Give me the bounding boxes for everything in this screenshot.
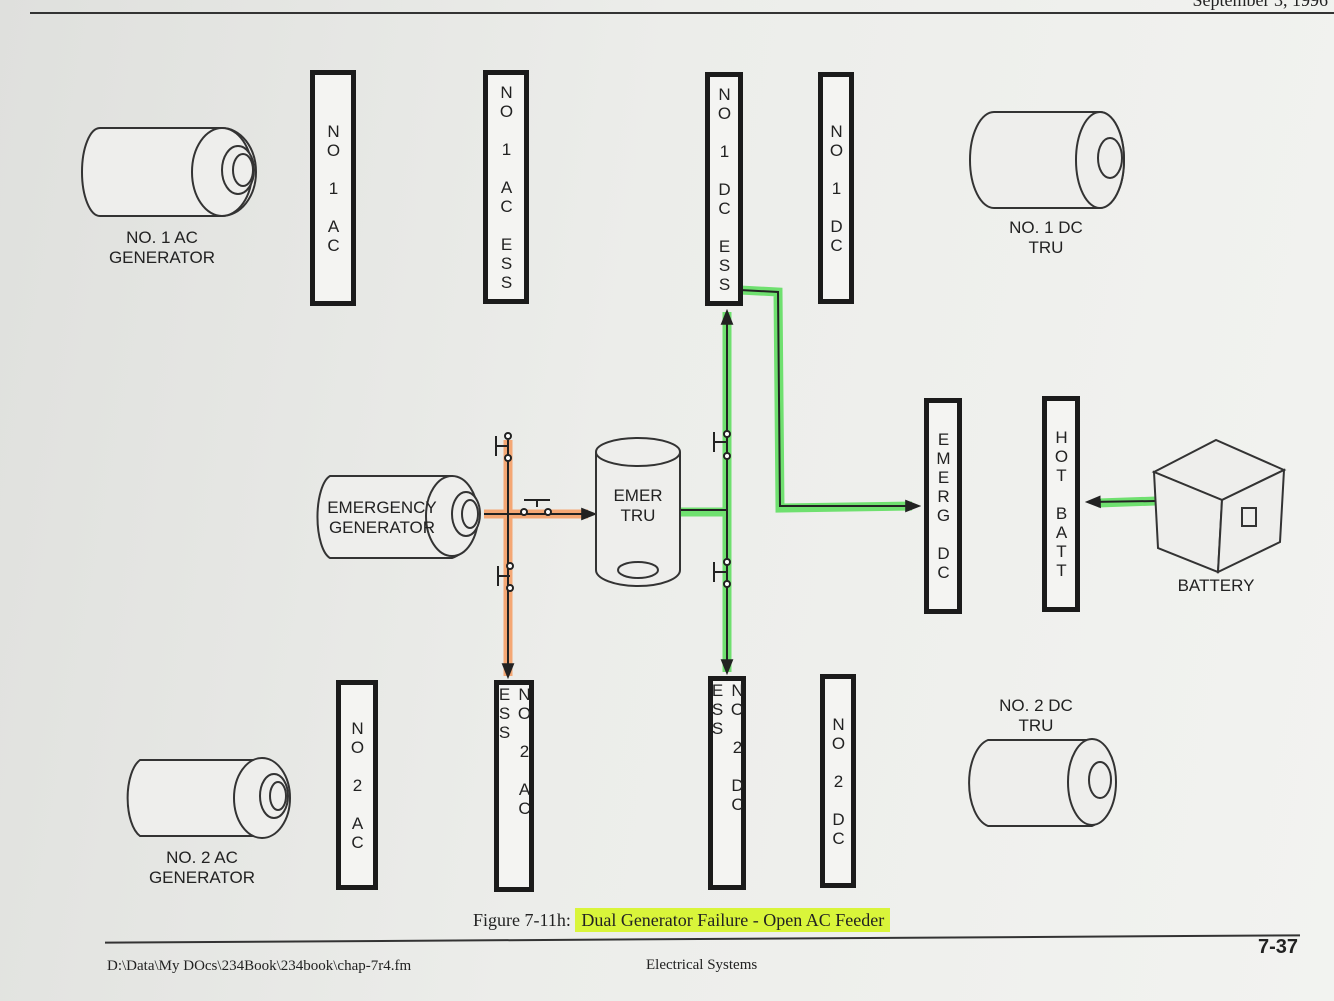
no1-ac-generator-label-line1: NO. 1 AC [126, 228, 198, 247]
bus-no2-ac: NO 2 AC [336, 680, 378, 890]
bus-no2-dc-label: NO 2 DC [829, 714, 848, 848]
no2-ac-generator-label: NO. 2 AC GENERATOR [136, 848, 268, 888]
bus-no2-dc-ess: NO 2 DC ESS [708, 676, 747, 890]
breaker-symbols [495, 430, 731, 592]
emergency-generator-label: EMERGENCY GENERATOR [318, 498, 446, 538]
emergency-generator-label-line2: GENERATOR [328, 518, 436, 537]
bus-no1-dc: NO 1 DC [818, 72, 854, 304]
bus-no2-dc-ess-label: NO 2 DC ESS [708, 681, 747, 814]
battery-shape [1151, 438, 1287, 574]
bus-no1-ac-label: NO 1 AC [324, 121, 343, 255]
no2-ac-generator-label-line1: NO. 2 AC [166, 848, 238, 867]
bus-hot-batt-label: HOT BATT [1052, 428, 1071, 580]
battery-label: BATTERY [1177, 576, 1255, 595]
emer-tru-label: EMER TRU [598, 486, 678, 526]
bus-no2-dc: NO 2 DC [820, 674, 856, 888]
page-number: 7-37 [1258, 936, 1299, 958]
top-rule [30, 12, 1334, 14]
dc-power-flow [679, 285, 1157, 672]
emer-tru-label-line1: EMER [613, 486, 663, 505]
bus-no2-ac-label: NO 2 AC [348, 718, 367, 852]
figure-caption: Figure 7-11h: Dual Generator Failure - O… [473, 908, 891, 932]
bus-hot-batt: HOT BATT [1042, 396, 1080, 612]
bus-no1-ac: NO 1 AC [310, 70, 356, 306]
figure-caption-title: Dual Generator Failure - Open AC Feeder [575, 908, 891, 932]
no2-dc-tru-label: NO. 2 DC TRU [974, 696, 1098, 736]
no2-ac-generator-label-line2: GENERATOR [148, 868, 256, 887]
no2-dc-tru-label-line2: TRU [1018, 716, 1054, 735]
no1-ac-generator-label: NO. 1 AC GENERATOR [96, 228, 228, 268]
no2-dc-tru-shape [968, 738, 1117, 827]
header-date: September 3, 1996 [1192, 0, 1328, 10]
no1-ac-generator-shape [81, 127, 257, 217]
footer-path: D:\Data\My DOcs\234Book\234book\chap-7r4… [107, 958, 412, 974]
no2-dc-tru-label-line1: NO. 2 DC [999, 696, 1073, 715]
bus-no1-dc-ess-label: NO 1 DC ESS [715, 84, 734, 294]
bus-emerg-dc-label: EMERG DC [934, 430, 953, 582]
figure-caption-prefix: Figure 7-11h: [473, 910, 571, 930]
bus-no2-ac-ess: NO 2 AC ESS [494, 680, 534, 892]
wiring [484, 289, 1157, 680]
bus-no1-ac-ess-label: NO 1 AC ESS [497, 82, 516, 292]
bus-no1-dc-ess: NO 1 DC ESS [705, 72, 743, 306]
emergency-generator-label-line1: EMERGENCY [327, 498, 437, 517]
no1-dc-tru-label-line1: NO. 1 DC [1009, 218, 1083, 237]
emer-tru-shape [595, 437, 681, 587]
no1-ac-generator-label-line2: GENERATOR [108, 248, 216, 267]
no1-dc-tru-shape [969, 111, 1125, 209]
footer-section: Electrical Systems [646, 957, 758, 973]
ac-power-flow [484, 440, 588, 676]
bus-no2-ac-ess-label: NO 2 AC ESS [495, 685, 534, 818]
bus-emerg-dc: EMERG DC [924, 398, 962, 614]
emergency-generator-shape [316, 475, 481, 559]
no1-dc-tru-label: NO. 1 DC TRU [984, 218, 1108, 258]
no1-dc-tru-label-line2: TRU [1028, 238, 1064, 257]
bus-no1-dc-label: NO 1 DC [827, 121, 846, 255]
emer-tru-label-line2: TRU [620, 506, 656, 525]
bus-no1-ac-ess: NO 1 AC ESS [483, 70, 529, 304]
no2-ac-generator-shape [126, 757, 291, 839]
